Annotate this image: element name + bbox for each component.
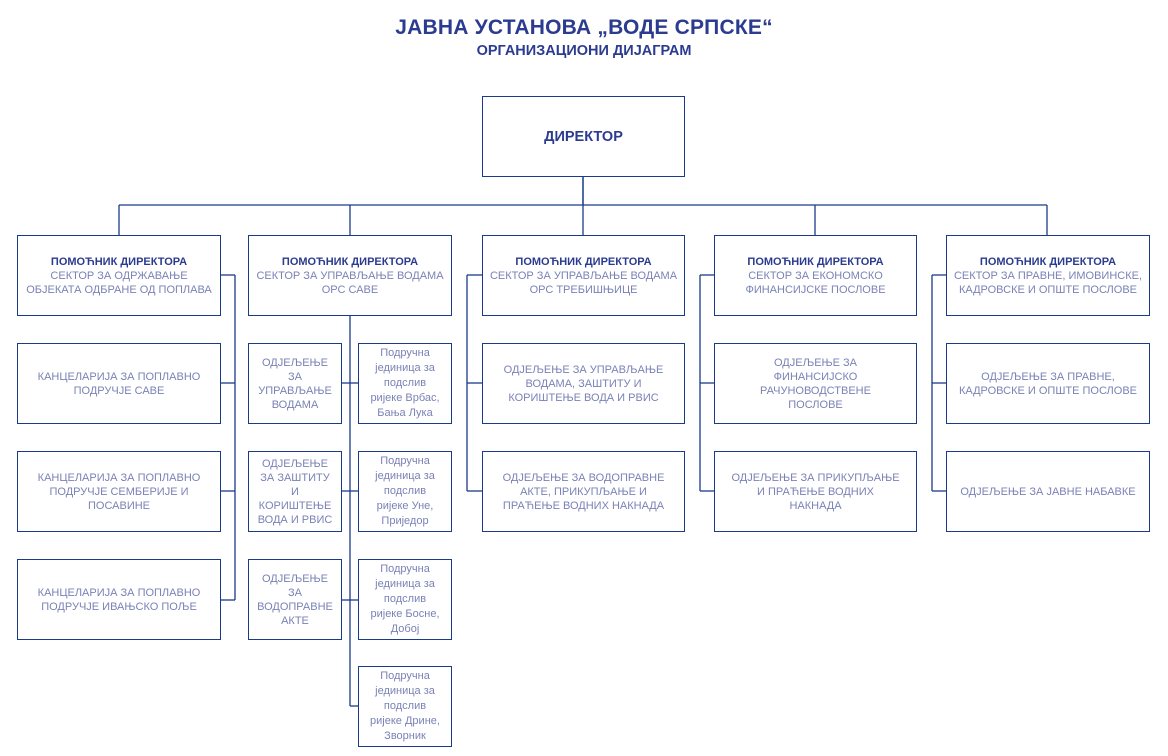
department-name: ОДЈЕЉЕЊЕ ЗА УПРАВЉАЊЕ ВОДАМА bbox=[258, 356, 332, 411]
department-name: ОДЈЕЉЕЊЕ ЗА ВОДОПРАВНЕ АКТЕ bbox=[257, 572, 333, 627]
department-box: ОДЈЕЉЕЊЕ ЗА УПРАВЉАЊЕ ВОДАМА, ЗАШТИТУ И … bbox=[482, 343, 685, 424]
department-box: ОДЈЕЉЕЊЕ ЗА ЗАШТИТУ И КОРИШТЕЊЕ ВОДА И Р… bbox=[248, 451, 342, 532]
sector-name: СЕКТОР ЗА УПРАВЉАЊЕ ВОДАМА ОРС САВЕ bbox=[256, 269, 444, 296]
department-box: ОДЈЕЉЕЊЕ ЗА ПРАВНЕ, КАДРОВСКЕ И ОПШТЕ ПО… bbox=[946, 343, 1150, 424]
department-box: ОДЈЕЉЕЊЕ ЗА ПРИКУПЉАЊЕ И ПРАЋЕЊЕ ВОДНИХ … bbox=[714, 451, 917, 532]
department-name: ОДЈЕЉЕЊЕ ЗА ФИНАНСИЈСКО РАЧУНОВОДСТВЕНЕ … bbox=[760, 356, 871, 411]
department-name: ОДЈЕЉЕЊЕ ЗА ЈАВНЕ НАБАВКЕ bbox=[960, 485, 1136, 498]
sector-name: СЕКТОР ЗА ОДРЖАВАЊЕ ОБЈЕКАТА ОДБРАНЕ ОД … bbox=[26, 269, 212, 296]
regional-unit-box: Подручна јединица за подслив ријеке Дрин… bbox=[358, 666, 452, 747]
department-name: ОДЈЕЉЕЊЕ ЗА УПРАВЉАЊЕ ВОДАМА, ЗАШТИТУ И … bbox=[503, 363, 664, 404]
department-box: ОДЈЕЉЕЊЕ ЗА ВОДОПРАВНЕ АКТЕ bbox=[248, 559, 342, 640]
department-box: ОДЈЕЉЕЊЕ ЗА ЈАВНЕ НАБАВКЕ bbox=[946, 451, 1150, 532]
department-box: ОДЈЕЉЕЊЕ ЗА ФИНАНСИЈСКО РАЧУНОВОДСТВЕНЕ … bbox=[714, 343, 917, 424]
department-box: КАНЦЕЛАРИЈА ЗА ПОПЛАВНО ПОДРУЧЈЕ СЕМБЕРИ… bbox=[17, 451, 221, 532]
department-name: КАНЦЕЛАРИЈА ЗА ПОПЛАВНО ПОДРУЧЈЕ СЕМБЕРИ… bbox=[37, 471, 201, 512]
page-subtitle: ОРГАНИЗАЦИОНИ ДИЈАГРАМ bbox=[476, 43, 692, 59]
sector-head: ПОМОЋНИК ДИРЕКТОРА bbox=[515, 255, 652, 268]
department-name: ОДЈЕЉЕЊЕ ЗА ПРАВНЕ, КАДРОВСКЕ И ОПШТЕ ПО… bbox=[958, 370, 1138, 397]
department-box: ОДЈЕЉЕЊЕ ЗА УПРАВЉАЊЕ ВОДАМА bbox=[248, 343, 342, 424]
department-box: КАНЦЕЛАРИЈА ЗА ПОПЛАВНО ПОДРУЧЈЕ САВЕ bbox=[17, 343, 221, 424]
sector-box-trebisnjica-water: ПОМОЋНИК ДИРЕКТОРА СЕКТОР ЗА УПРАВЉАЊЕ В… bbox=[482, 235, 685, 316]
sector-box-sava-water: ПОМОЋНИК ДИРЕКТОРА СЕКТОР ЗА УПРАВЉАЊЕ В… bbox=[248, 235, 452, 316]
department-name: КАНЦЕЛАРИЈА ЗА ПОПЛАВНО ПОДРУЧЈЕ ИВАЊСКО… bbox=[37, 586, 201, 613]
sector-head: ПОМОЋНИК ДИРЕКТОРА bbox=[747, 255, 884, 268]
sector-box-flood-defense: ПОМОЋНИК ДИРЕКТОРА СЕКТОР ЗА ОДРЖАВАЊЕ О… bbox=[17, 235, 221, 316]
regional-unit-box: Подручна јединица за подслив ријеке Босн… bbox=[358, 559, 452, 640]
sector-name: СЕКТОР ЗА ПРАВНЕ, ИМОВИНСКЕ, КАДРОВСКЕ И… bbox=[953, 269, 1143, 296]
regional-unit-box: Подручна јединица за подслив ријеке Врба… bbox=[358, 343, 452, 424]
department-box: ОДЈЕЉЕЊЕ ЗА ВОДОПРАВНЕ АКТЕ, ПРИКУПЉАЊЕ … bbox=[482, 451, 685, 532]
regional-unit-name: Подручна јединица за подслив ријеке Босн… bbox=[370, 563, 440, 635]
regional-unit-box: Подручна јединица за подслив ријеке Уне,… bbox=[358, 451, 452, 532]
page-title: ЈАВНА УСТАНОВА „ВОДЕ СРПСКЕ“ bbox=[395, 16, 773, 39]
department-name: ОДЈЕЉЕЊЕ ЗА ЗАШТИТУ И КОРИШТЕЊЕ ВОДА И Р… bbox=[257, 457, 333, 526]
sector-box-legal-general: ПОМОЋНИК ДИРЕКТОРА СЕКТОР ЗА ПРАВНЕ, ИМО… bbox=[946, 235, 1150, 316]
sector-name: СЕКТОР ЗА ЕКОНОМСКО ФИНАНСИЈСКЕ ПОСЛОВЕ bbox=[745, 269, 886, 296]
sector-box-economic-finance: ПОМОЋНИК ДИРЕКТОРА СЕКТОР ЗА ЕКОНОМСКО Ф… bbox=[714, 235, 917, 316]
sector-head: ПОМОЋНИК ДИРЕКТОРА bbox=[979, 255, 1117, 268]
regional-unit-name: Подручна јединица за подслив ријеке Дрин… bbox=[370, 670, 440, 742]
department-name: КАНЦЕЛАРИЈА ЗА ПОПЛАВНО ПОДРУЧЈЕ САВЕ bbox=[37, 370, 201, 397]
department-box: КАНЦЕЛАРИЈА ЗА ПОПЛАВНО ПОДРУЧЈЕ ИВАЊСКО… bbox=[17, 559, 221, 640]
director-box: ДИРЕКТОР bbox=[482, 96, 685, 177]
regional-unit-name: Подручна јединица за подслив ријеке Врба… bbox=[370, 347, 440, 419]
regional-unit-name: Подручна јединица за подслив ријеке Уне,… bbox=[375, 455, 435, 527]
sector-name: СЕКТОР ЗА УПРАВЉАЊЕ ВОДАМА ОРС ТРЕБИШЊИЦ… bbox=[489, 269, 678, 296]
sector-head: ПОМОЋНИК ДИРЕКТОРА bbox=[281, 255, 419, 268]
director-label: ДИРЕКТОР bbox=[544, 128, 623, 145]
department-name: ОДЈЕЉЕЊЕ ЗА ПРИКУПЉАЊЕ И ПРАЋЕЊЕ ВОДНИХ … bbox=[731, 471, 900, 512]
department-name: ОДЈЕЉЕЊЕ ЗА ВОДОПРАВНЕ АКТЕ, ПРИКУПЉАЊЕ … bbox=[502, 471, 665, 512]
sector-head: ПОМОЋНИК ДИРЕКТОРА bbox=[50, 255, 188, 268]
